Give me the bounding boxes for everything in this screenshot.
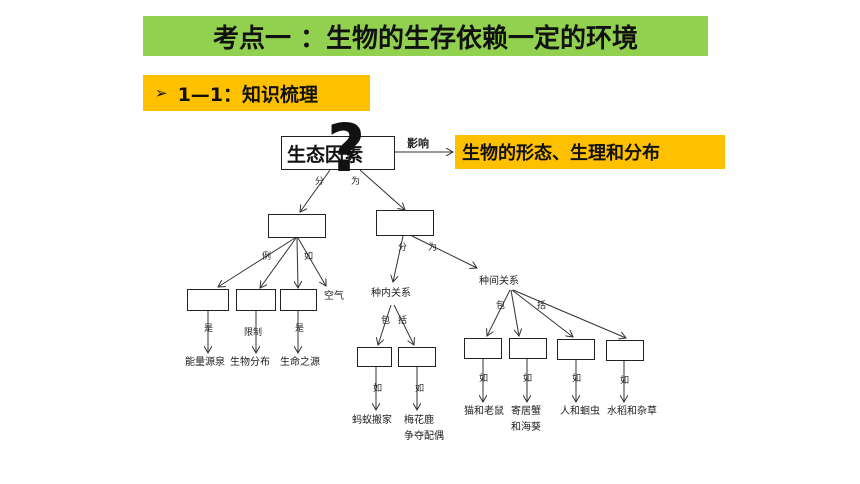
ru-label-1: 如 — [373, 384, 383, 394]
include-label-c: 包 — [496, 301, 506, 311]
example-crab-line1: 寄居蟹 — [511, 406, 541, 417]
example-label-a: 例 — [262, 252, 272, 262]
ru-label-2: 如 — [415, 384, 425, 394]
divide-label-a: 分 — [315, 177, 325, 187]
arrow-to-abiotic — [300, 169, 331, 212]
is-label-1: 是 — [204, 324, 214, 334]
example-ant-text: 蚂蚁搬家 — [352, 415, 392, 426]
include-label-b: 括 — [398, 316, 408, 326]
blank-box-abiotic — [268, 214, 326, 238]
divide-label-b: 为 — [351, 177, 361, 187]
life-source-text: 生命之源 — [280, 357, 320, 368]
section-subtitle: ➢ 1—1：知识梳理 — [143, 75, 370, 111]
divide-label-d: 为 — [428, 243, 438, 253]
is-label-2: 是 — [295, 324, 305, 334]
subtitle-text: 1—1：知识梳理 — [177, 83, 319, 106]
example-deer-line2: 争夺配偶 — [404, 431, 444, 442]
blank-box-biotic — [376, 210, 434, 236]
limit-label: 限制 — [244, 328, 263, 338]
blank-box-intra-2 — [398, 347, 436, 367]
ru-label-6: 如 — [620, 376, 630, 386]
intraspecific-label: 种内关系 — [371, 288, 411, 299]
include-label-a: 包 — [381, 316, 391, 326]
blank-box-inter-3 — [557, 339, 595, 360]
example-cat-text: 猫和老鼠 — [464, 406, 504, 417]
example-deer-line1: 梅花鹿 — [404, 415, 434, 426]
page-title: 考点一 ：生物的生存依赖一定的环境 — [143, 16, 708, 56]
include-label-d: 括 — [537, 301, 547, 311]
ru-label-3: 如 — [479, 374, 489, 384]
blank-box-abiotic-3 — [280, 289, 317, 311]
question-mark-icon: ? — [327, 110, 366, 187]
blank-box-inter-4 — [606, 340, 644, 361]
blank-box-intra-1 — [357, 347, 392, 367]
blank-box-abiotic-2 — [236, 289, 276, 311]
arrow-to-biotic — [359, 169, 405, 210]
result-box: 生物的形态、生理和分布 — [455, 135, 725, 169]
interspecific-label: 种间关系 — [479, 276, 519, 287]
example-rice-text: 水稻和杂草 — [607, 406, 657, 417]
ru-label-5: 如 — [572, 374, 582, 384]
influence-label: 影响 — [407, 137, 429, 150]
arrow-bullet-icon: ➢ — [155, 84, 168, 102]
blank-box-inter-1 — [464, 338, 502, 359]
example-label-b: 如 — [304, 252, 314, 262]
blank-box-abiotic-1 — [187, 289, 229, 311]
air-label: 空气 — [324, 291, 344, 302]
ecological-factor-box: 生态因素 — [281, 136, 395, 170]
divide-label-c: 分 — [398, 243, 408, 253]
example-crab-line2: 和海葵 — [511, 422, 541, 433]
distribution-text: 生物分布 — [230, 357, 270, 368]
example-worm-text: 人和蛔虫 — [560, 406, 600, 417]
blank-box-inter-2 — [509, 338, 547, 359]
energy-source-text: 能量源泉 — [185, 357, 225, 368]
ru-label-4: 如 — [523, 374, 533, 384]
